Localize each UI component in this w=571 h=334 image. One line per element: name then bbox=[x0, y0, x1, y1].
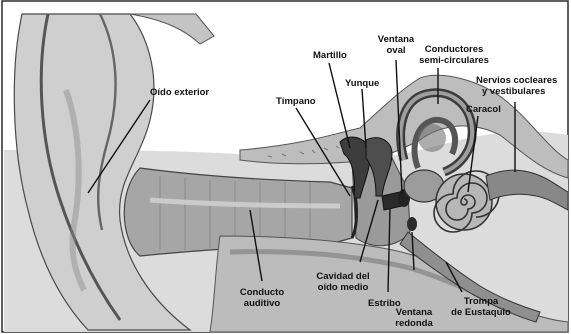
label-trompa-line1: Trompa bbox=[443, 296, 519, 307]
cochlea bbox=[436, 174, 492, 230]
label-trompa-line2: de Eustaquio bbox=[443, 307, 519, 318]
label-conducto-line2: auditivo bbox=[232, 298, 292, 309]
round-window bbox=[407, 217, 417, 231]
label-conductores-line2: semi-circulares bbox=[412, 55, 496, 66]
label-conductores-line1: Conductores bbox=[412, 44, 496, 55]
label-ventana-redonda: Ventana redonda bbox=[390, 307, 438, 329]
label-ventana-redonda-line2: redonda bbox=[390, 318, 438, 329]
label-oido-exterior: Oído exterior bbox=[150, 87, 209, 98]
label-caracol: Caracol bbox=[466, 104, 501, 115]
label-conducto: Conducto auditivo bbox=[232, 287, 292, 309]
label-timpano: Tímpano bbox=[276, 96, 316, 107]
canal-texture bbox=[418, 124, 446, 152]
label-nervios-line1: Nervios cocleares bbox=[476, 75, 557, 86]
label-cavidad: Cavidad del oído medio bbox=[311, 271, 375, 293]
label-ventana-redonda-line1: Ventana bbox=[390, 307, 438, 318]
label-conductores: Conductores semi-circulares bbox=[412, 44, 496, 66]
label-yunque: Yunque bbox=[345, 78, 379, 89]
label-cavidad-line1: Cavidad del bbox=[311, 271, 375, 282]
label-martillo: Martillo bbox=[313, 50, 347, 61]
label-nervios-line2: y vestibulares bbox=[476, 86, 557, 97]
label-trompa: Trompa de Eustaquio bbox=[443, 296, 519, 318]
label-conducto-line1: Conducto bbox=[232, 287, 292, 298]
label-cavidad-line2: oído medio bbox=[311, 282, 375, 293]
label-nervios: Nervios cocleares y vestibulares bbox=[476, 75, 557, 97]
